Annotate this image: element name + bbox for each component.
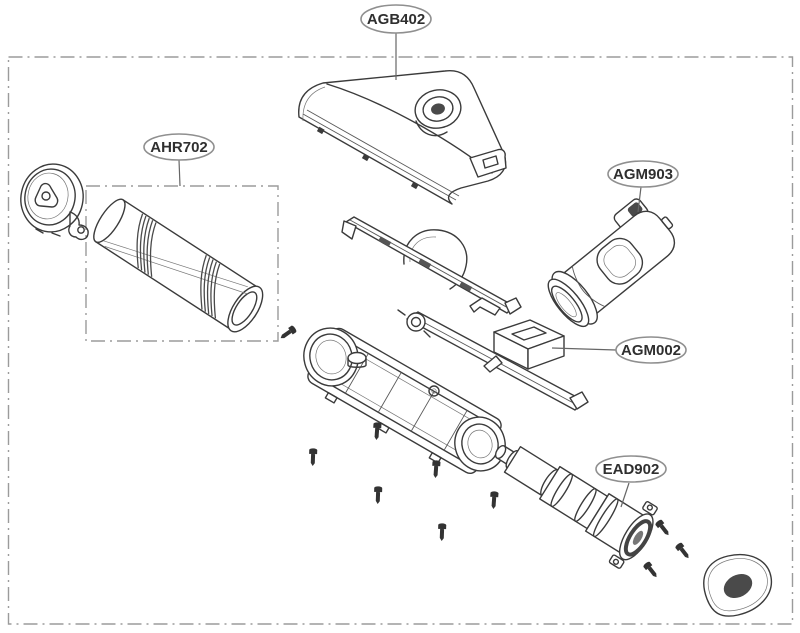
callout-agb402-label: AGB402 [367, 11, 425, 28]
part-agitator-motor [494, 445, 658, 569]
screw [372, 422, 382, 441]
callout-agm002[interactable]: AGM002 [551, 336, 687, 364]
callout-ead902-label: EAD902 [603, 461, 660, 478]
part-top-cover [298, 69, 507, 205]
part-nozzle-motor [547, 198, 676, 328]
screw [674, 541, 692, 561]
screw [642, 560, 660, 580]
outer-border [7, 56, 794, 625]
callout-ead902-oval[interactable] [595, 455, 667, 483]
roller-bounding-box [85, 185, 279, 342]
screw [431, 460, 441, 479]
screw [654, 518, 672, 538]
callout-agb402-oval[interactable] [360, 4, 432, 34]
callout-agm903-label: AGM903 [613, 166, 673, 183]
callout-ead902[interactable]: EAD902 [595, 455, 667, 508]
part-latch-bar [397, 309, 589, 411]
screw [373, 486, 383, 505]
part-base-housing [303, 327, 506, 474]
callout-ahr702-label: AHR702 [150, 139, 208, 156]
screw [489, 491, 499, 510]
part-end-cap [20, 163, 89, 241]
screw [437, 523, 447, 542]
callout-agm002-label: AGM002 [621, 342, 681, 359]
callout-ahr702[interactable]: AHR702 [143, 133, 215, 187]
callout-agm903[interactable]: AGM903 [607, 160, 679, 213]
screw [308, 448, 318, 467]
callout-agm903-oval[interactable] [607, 160, 679, 188]
callout-ahr702-oval[interactable] [143, 133, 215, 161]
callout-agb402[interactable]: AGB402 [360, 4, 432, 80]
roller-spiral-band [136, 213, 221, 319]
part-bumper-strip [341, 216, 522, 316]
part-side-pad [703, 554, 773, 617]
screw [278, 324, 298, 342]
part-brush-roller [93, 198, 264, 333]
callout-agm002-oval[interactable] [615, 336, 687, 364]
